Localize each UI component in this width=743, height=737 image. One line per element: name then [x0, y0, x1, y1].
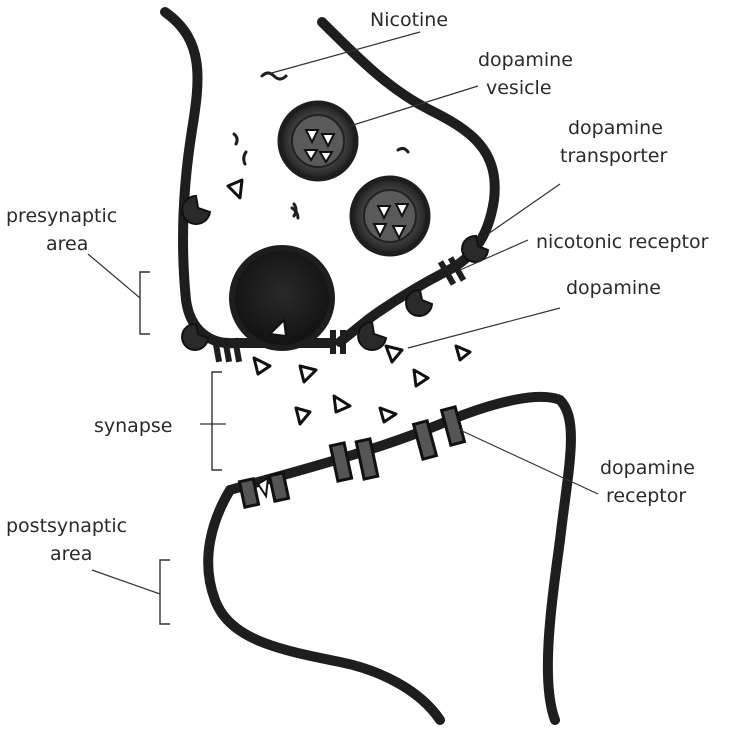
postsynaptic-membrane: [230, 397, 571, 720]
label-dopamine-vesicle-line1: dopamine: [478, 48, 573, 72]
label-dopamine-receptor-line2: receptor: [606, 484, 686, 508]
label-postsynaptic-line2: area: [50, 542, 92, 566]
label-nicotine: Nicotine: [370, 8, 448, 32]
label-nicotonic-receptor: nicotonic receptor: [536, 230, 708, 254]
label-dopamine-receptor-line1: dopamine: [600, 456, 695, 480]
postsynaptic-membrane-left: [208, 490, 440, 720]
label-synapse: synapse: [94, 414, 172, 438]
dopamine-vesicle-2: [352, 178, 428, 254]
label-dopamine-transporter-line1: dopamine: [568, 116, 663, 140]
label-dopamine-transporter-line2: transporter: [560, 144, 667, 168]
label-dopamine: dopamine: [566, 276, 661, 300]
label-presynaptic-line2: area: [46, 232, 88, 256]
dopamine-vesicle-1: [280, 103, 356, 179]
label-postsynaptic-line1: postsynaptic: [6, 514, 127, 538]
label-dopamine-vesicle-line2: vesicle: [486, 76, 552, 100]
dopamine-vesicle-fusing: [232, 248, 332, 348]
label-presynaptic-line1: presynaptic: [6, 204, 117, 228]
